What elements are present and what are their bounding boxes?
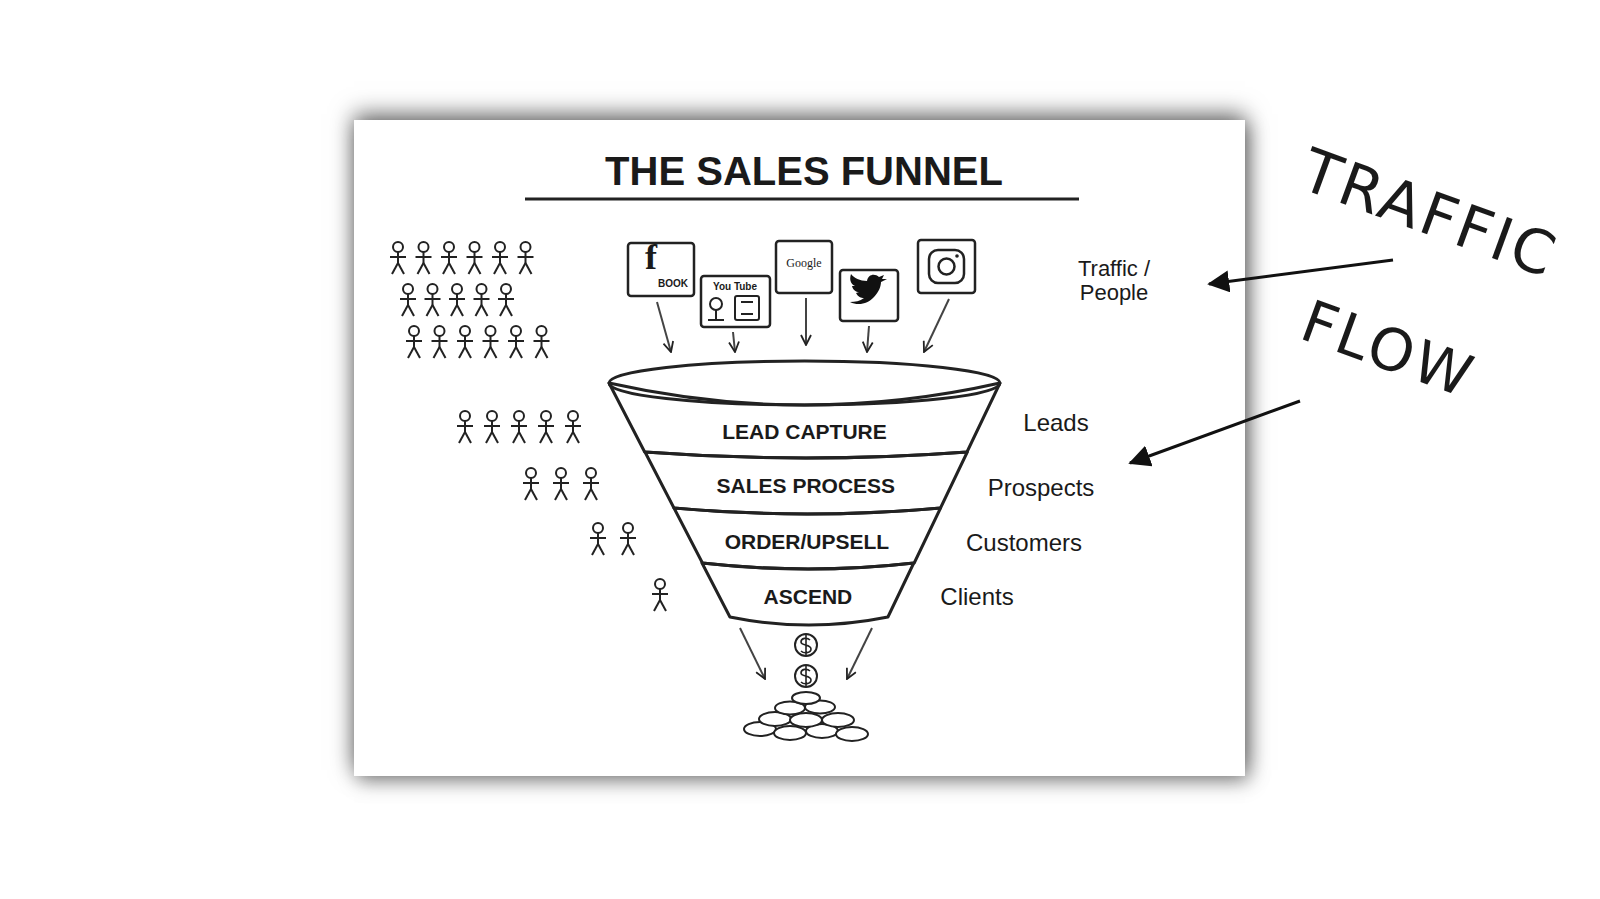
stage-label: Leads bbox=[1023, 410, 1088, 436]
stage-label: Customers bbox=[966, 530, 1082, 556]
stick-figure bbox=[457, 326, 473, 358]
stick-figure bbox=[390, 242, 406, 274]
stick-figure bbox=[534, 326, 550, 358]
funnel-band: LEAD CAPTURE bbox=[607, 383, 1002, 460]
side-label: Traffic / People bbox=[1066, 257, 1162, 305]
title: THE SALES FUNNEL bbox=[605, 149, 1003, 194]
stick-figure bbox=[590, 523, 606, 555]
band-label: LEAD CAPTURE bbox=[722, 420, 887, 444]
title-underline bbox=[525, 198, 1079, 201]
stick-figure bbox=[553, 468, 569, 500]
band-label: ASCEND bbox=[764, 585, 853, 609]
stick-figure bbox=[523, 468, 539, 500]
stick-figure bbox=[492, 242, 508, 274]
stage-label: Clients bbox=[940, 584, 1013, 610]
stage-label: Prospects bbox=[988, 475, 1095, 501]
funnel-band: ASCEND bbox=[700, 563, 916, 627]
stick-figure bbox=[538, 411, 554, 443]
stick-figure bbox=[508, 326, 524, 358]
stick-figure bbox=[441, 242, 457, 274]
google-icon bbox=[776, 241, 832, 293]
stick-figure bbox=[425, 284, 441, 316]
icon-text: Google bbox=[786, 257, 821, 270]
stick-figure bbox=[400, 284, 416, 316]
stick-figure bbox=[583, 468, 599, 500]
youtube-icon bbox=[701, 276, 770, 327]
funnel-band: SALES PROCESS bbox=[643, 452, 969, 516]
stick-figure bbox=[432, 326, 448, 358]
stick-figure bbox=[474, 284, 490, 316]
stick-figure bbox=[511, 411, 527, 443]
stick-figure bbox=[484, 411, 500, 443]
coin-pile bbox=[744, 692, 868, 741]
funnel-rim bbox=[609, 361, 1000, 405]
stick-figure bbox=[483, 326, 499, 358]
facebook-icon bbox=[628, 243, 694, 296]
twitter-icon bbox=[840, 270, 898, 321]
stick-figure bbox=[406, 326, 422, 358]
band-label: SALES PROCESS bbox=[717, 474, 896, 498]
instagram-icon bbox=[918, 240, 975, 293]
stick-figure bbox=[498, 284, 514, 316]
callout-word: TRAFFIC bbox=[1293, 136, 1566, 289]
dollar-coins bbox=[795, 634, 817, 687]
stick-figure bbox=[565, 411, 581, 443]
stick-figure bbox=[449, 284, 465, 316]
band-label: ORDER/UPSELL bbox=[725, 530, 890, 554]
stick-figure bbox=[652, 579, 668, 611]
icon-text: BOOK bbox=[658, 278, 688, 289]
stick-figure bbox=[467, 242, 483, 274]
stick-figure bbox=[620, 523, 636, 555]
icon-letter: f bbox=[645, 238, 657, 278]
callout-word: FLOW bbox=[1293, 289, 1483, 410]
stick-figure bbox=[416, 242, 432, 274]
funnel-band: ORDER/UPSELL bbox=[672, 508, 943, 571]
traffic-arrows bbox=[657, 298, 949, 352]
stick-figure bbox=[518, 242, 534, 274]
stick-figures bbox=[390, 242, 668, 611]
stick-figure bbox=[457, 411, 473, 443]
icon-text: You Tube bbox=[713, 281, 757, 292]
